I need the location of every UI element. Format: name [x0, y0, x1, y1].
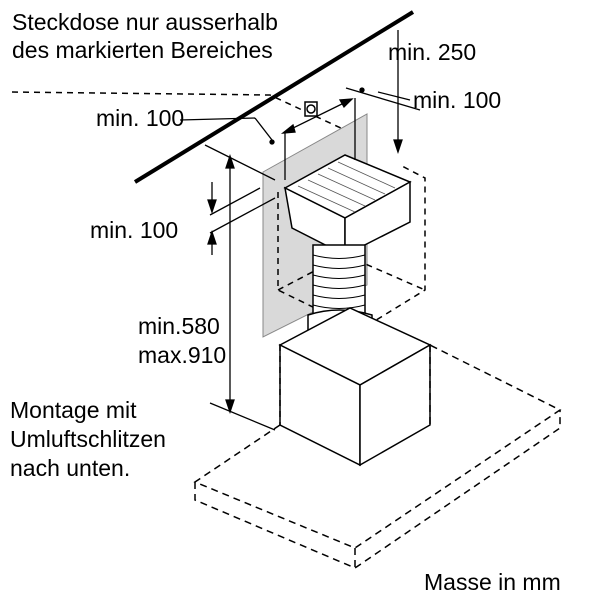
- dimension-min-580: min.580: [138, 313, 220, 339]
- ceiling-line: [133, 10, 415, 184]
- dimension-min-100-left: min. 100: [96, 105, 185, 131]
- dimension-min-100-right: min. 100: [413, 87, 502, 113]
- dimension-lines: [179, 30, 421, 431]
- mounting-note-line2: Umluftschlitzen: [10, 426, 166, 452]
- units-note: Masse in mm: [424, 569, 561, 595]
- mounting-note-line3: nach unten.: [10, 455, 131, 481]
- flexible-hose: [312, 244, 366, 316]
- socket-note-line1: Steckdose nur ausserhalb: [12, 9, 278, 35]
- hood-outline-dashed: [193, 344, 562, 569]
- dimension-max-910: max.910: [138, 342, 227, 368]
- mounting-note-line1: Montage mit: [10, 397, 137, 423]
- dimension-min-100-lower: min. 100: [90, 217, 179, 243]
- chimney-upper-dashed: [277, 164, 426, 331]
- wall-outline-dashed: [11, 91, 346, 131]
- socket-note-line2: des markierten Bereiches: [12, 37, 273, 63]
- dimension-min-250: min. 250: [388, 39, 477, 65]
